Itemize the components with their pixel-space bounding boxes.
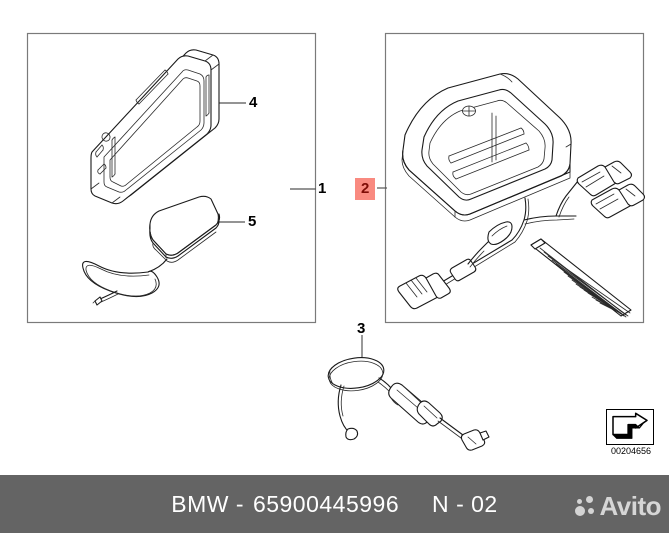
avito-dots-icon: [575, 495, 597, 517]
panel-right-frame: [384, 32, 645, 324]
callout-label-3: 3: [357, 320, 366, 337]
panel-left-frame: [26, 32, 317, 324]
footer-part-number: 65900445996: [252, 490, 400, 517]
antenna-plug: [460, 429, 490, 451]
part-number-code: 00204656: [610, 446, 652, 456]
harness-connector-a: [576, 160, 633, 197]
inline-module: [388, 382, 443, 427]
gps-antenna-puck: [82, 195, 221, 306]
footer-sheet-prefix: N: [432, 490, 450, 517]
inline-antenna-cable: [327, 357, 490, 451]
oval-terminal: [487, 221, 513, 246]
callout-label-2: 2: [355, 178, 376, 200]
footer-brand: BMW: [171, 490, 229, 517]
ribbed-strip: [530, 238, 632, 318]
bmw-roundel-icon: [462, 105, 476, 117]
arrow-block-icon: [606, 409, 654, 445]
callout-label-1: 1: [318, 180, 327, 197]
navigation-display-unit: [90, 49, 220, 205]
footer-sheet-number: 02: [471, 490, 498, 517]
footer-sheet-separator: -: [456, 490, 465, 517]
callout-label-5: 5: [248, 213, 257, 230]
avito-logo: Avito: [575, 491, 661, 521]
part-number-box: 00204656: [606, 409, 656, 456]
flat-ribbon-plug: [397, 272, 451, 310]
footer-separator: -: [235, 490, 245, 517]
footer-caption: BMW - 65900445996 N - 02: [171, 491, 497, 518]
callout-label-4: 4: [249, 94, 258, 111]
cable-clip: [449, 258, 477, 282]
docking-cradle: [401, 73, 572, 222]
avito-wordmark: Avito: [599, 491, 661, 521]
wiring-harness: [397, 160, 646, 318]
harness-connector-b: [590, 183, 646, 219]
footer-bar: BMW - 65900445996 N - 02: [0, 475, 669, 533]
